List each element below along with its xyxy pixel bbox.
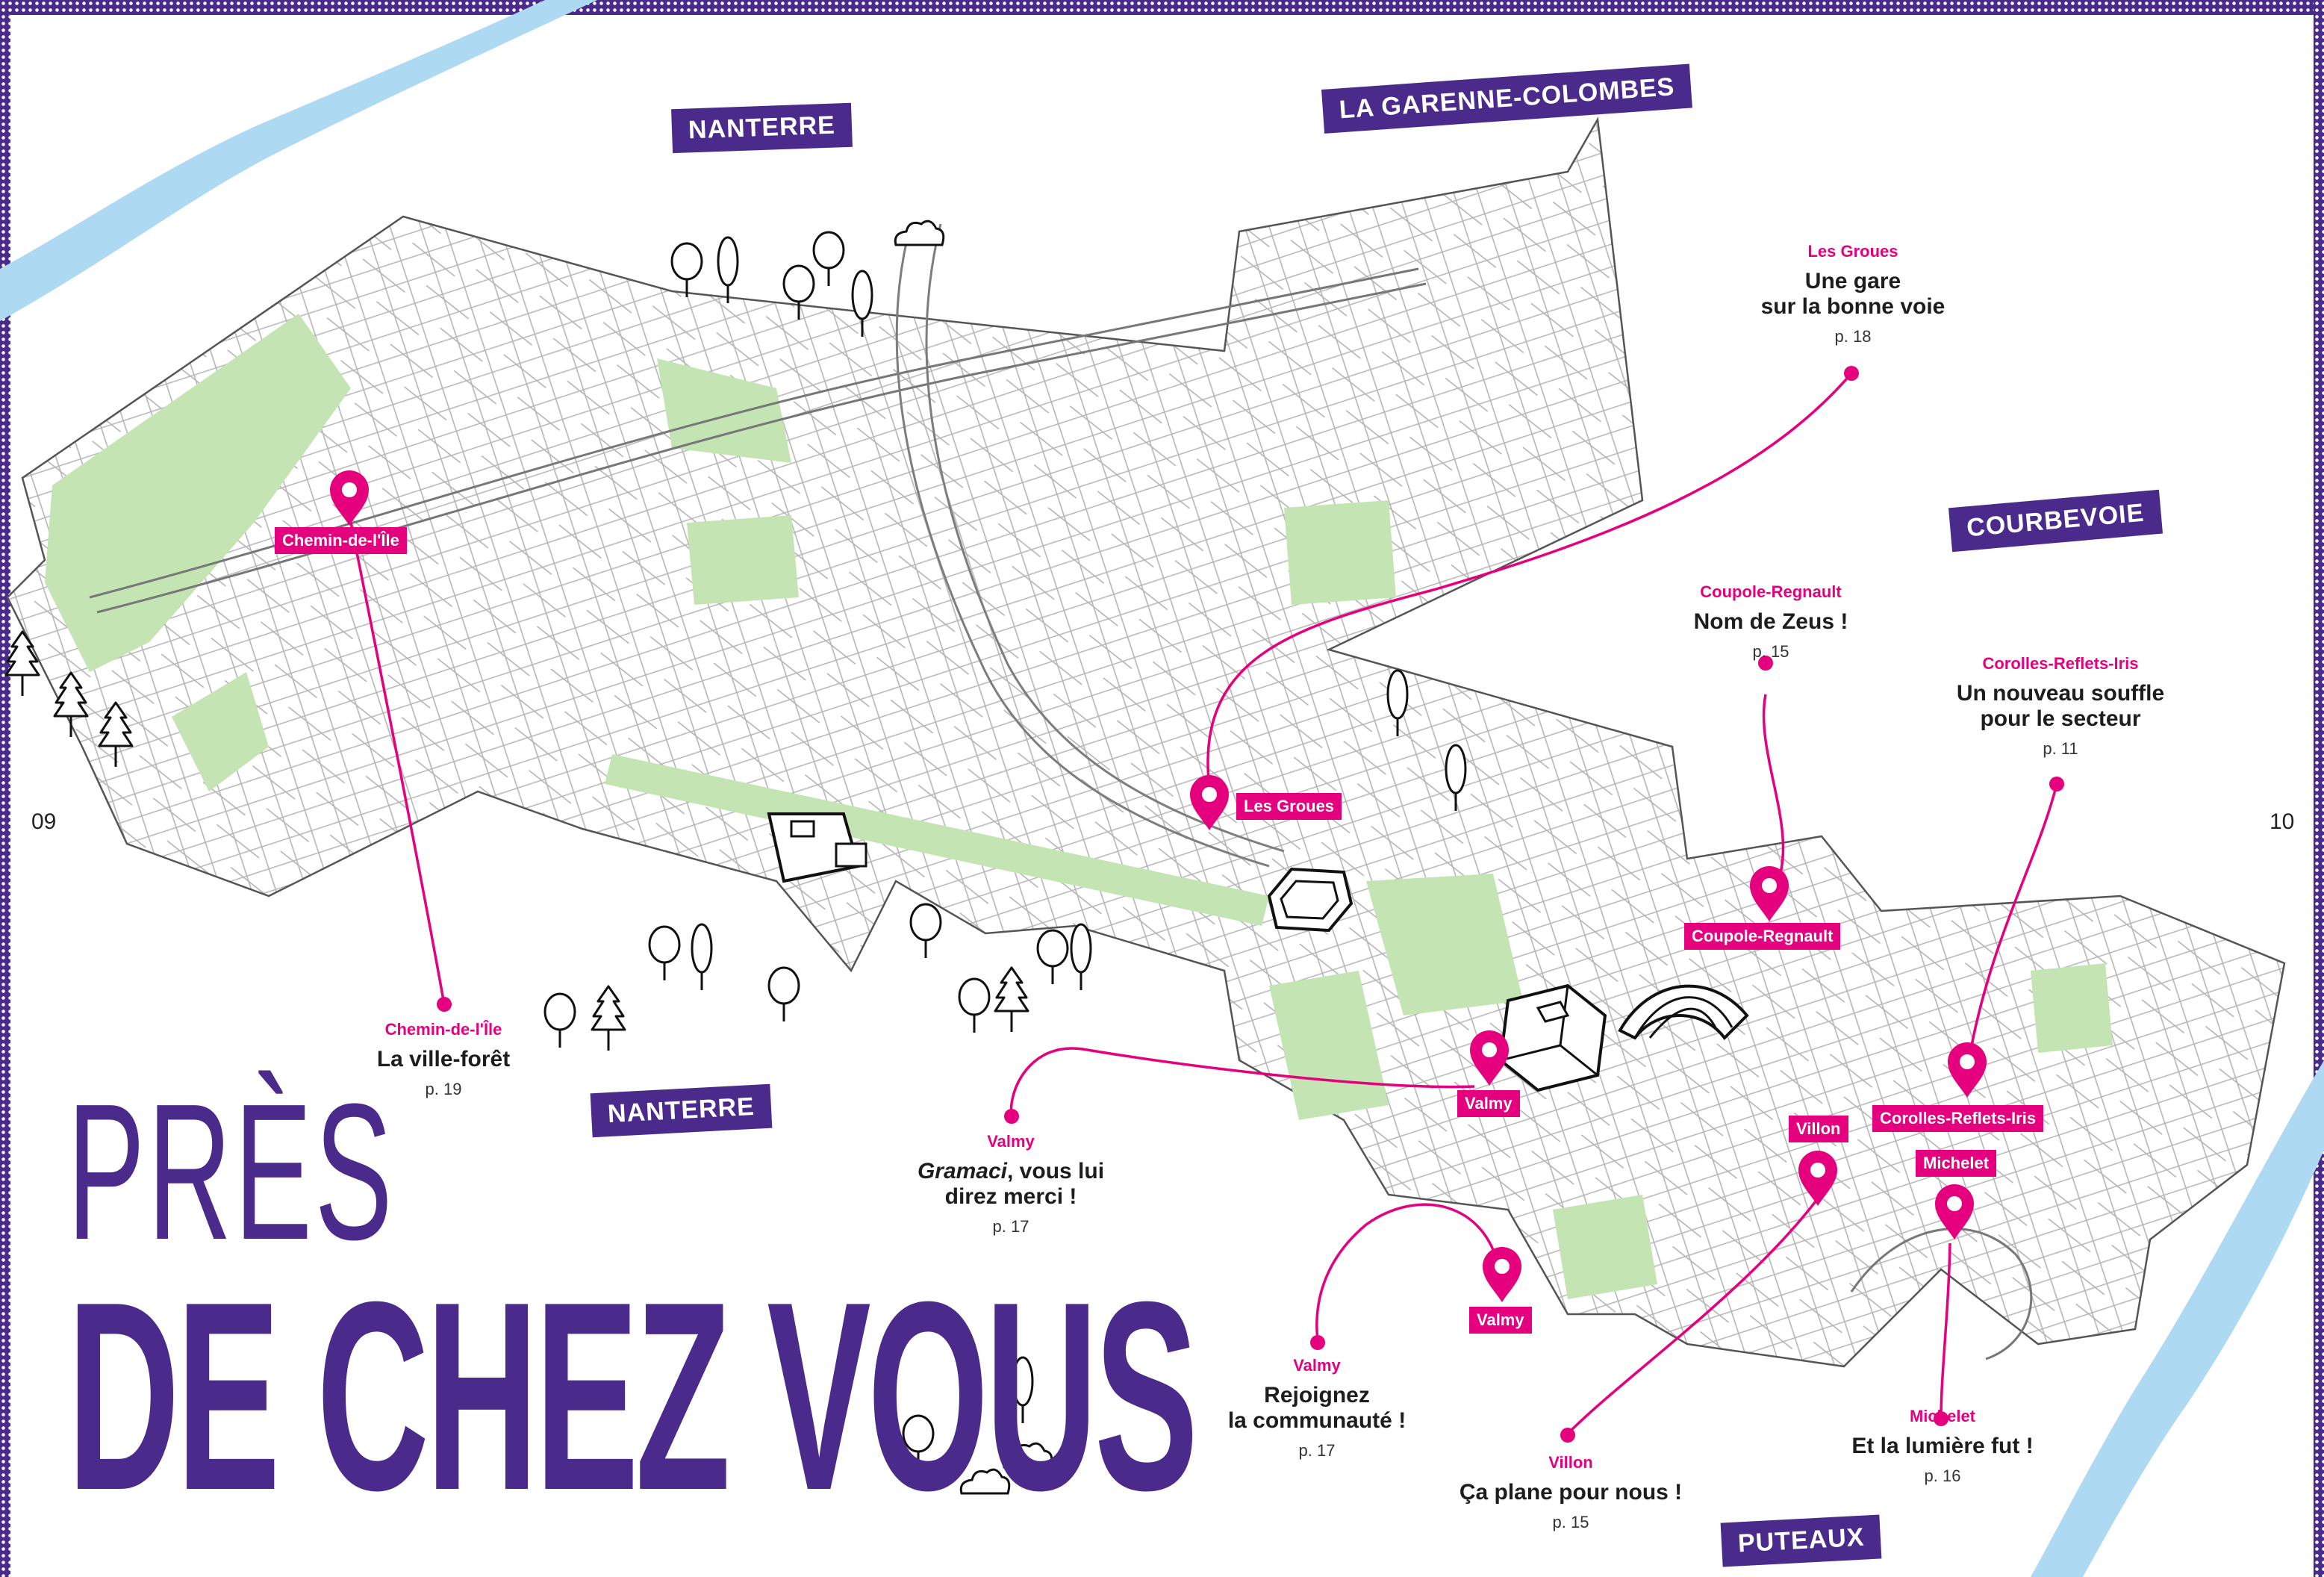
article-title: direz merci ! <box>944 1184 1077 1209</box>
article-valmy-gramaci[interactable]: Valmy Gramaci, vous lui direz merci ! p.… <box>847 1132 1175 1237</box>
article-title: la communauté ! <box>1227 1408 1406 1433</box>
pin-label-valmy[interactable]: Valmy <box>1457 1090 1520 1117</box>
cloud-icon <box>894 220 945 246</box>
article-les-groues[interactable]: Les Groues Une gare sur la bonne voie p.… <box>1689 242 2017 346</box>
article-category: Chemin-de-l'Île <box>384 1020 502 1039</box>
patterned-border-right <box>2314 0 2324 1577</box>
pin-label-corolles-reflets-iris[interactable]: Corolles-Reflets-Iris <box>1872 1105 2044 1132</box>
article-title-italic: Gramaci <box>917 1159 1008 1183</box>
article-category: Valmy <box>1293 1356 1341 1375</box>
article-valmy-communaute[interactable]: Valmy Rejoignez la communauté ! p. 17 <box>1153 1356 1481 1461</box>
leader-lines <box>349 372 2058 1435</box>
article-page: p. 19 <box>425 1080 462 1098</box>
tree-icon <box>767 966 800 1023</box>
article-michelet[interactable]: Michelet Et la lumière fut ! p. 16 <box>1778 1407 2107 1486</box>
pin-label-valmy-south[interactable]: Valmy <box>1469 1307 1532 1334</box>
tree-icon <box>648 925 681 982</box>
article-page: p. 18 <box>1834 327 1872 346</box>
park-courbevoie <box>2031 963 2113 1053</box>
pin-label-villon[interactable]: Villon <box>1789 1116 1848 1142</box>
page-number-right: 10 <box>2270 809 2295 834</box>
article-page: p. 17 <box>1298 1441 1336 1460</box>
article-title: Nom de Zeus ! <box>1693 609 1848 634</box>
tree-icon <box>670 242 703 299</box>
article-page: p. 11 <box>2043 739 2078 758</box>
patterned-border-left <box>0 0 10 1577</box>
building-campus-icon <box>767 812 867 883</box>
building-cnit-icon <box>1618 984 1749 1041</box>
headline-line-1: PRÈS <box>67 1064 396 1281</box>
town-label-nanterre-south: NANTERRE <box>590 1083 773 1138</box>
article-page: p. 15 <box>1552 1513 1589 1531</box>
tree-icon <box>717 236 739 305</box>
park-ile-fringe <box>172 672 269 791</box>
tree-icon <box>958 977 991 1034</box>
park-gardens-groues <box>1284 500 1396 605</box>
article-villon[interactable]: Villon Ça plane pour nous ! p. 15 <box>1406 1453 1735 1532</box>
town-label-puteaux: PUTEAUX <box>1720 1514 1882 1567</box>
tree-icon <box>1036 929 1069 986</box>
park-sport-field <box>687 515 799 605</box>
park-chemin-de-l-ile <box>45 314 351 672</box>
tree-icon <box>994 966 1029 1033</box>
article-title: Ça plane pour nous ! <box>1459 1480 1683 1505</box>
tree-icon <box>909 903 942 959</box>
article-category: Les Groues <box>1807 242 1898 261</box>
article-category: Coupole-Regnault <box>1700 582 1842 601</box>
map-pin-icon[interactable] <box>1483 1247 1521 1302</box>
article-category: Villon <box>1548 1453 1593 1472</box>
seine-river-southeast <box>2031 1060 2324 1577</box>
pin-label-coupole-regnault[interactable]: Coupole-Regnault <box>1684 923 1841 950</box>
article-page: p. 15 <box>1752 642 1789 661</box>
article-category: Michelet <box>1909 1407 1976 1425</box>
article-title: Une gare <box>1804 269 1901 293</box>
leader-endpoints <box>437 366 2064 1443</box>
article-coupole-regnault[interactable]: Coupole-Regnault Nom de Zeus ! p. 15 <box>1607 582 1935 662</box>
page-number-left: 09 <box>31 809 57 834</box>
tree-icon <box>691 923 713 992</box>
article-corolles-reflets-iris[interactable]: Corolles-Reflets-Iris Un nouveau souffle… <box>1896 654 2225 759</box>
article-category: Corolles-Reflets-Iris <box>1982 654 2139 673</box>
tree-icon <box>812 231 845 287</box>
building-paris-la-defense-arena-icon <box>1267 867 1353 933</box>
article-title: pour le secteur <box>1980 706 2141 731</box>
tree-icon <box>1070 923 1092 992</box>
park-north <box>657 358 791 463</box>
article-category: Valmy <box>987 1132 1035 1151</box>
article-title: Rejoignez <box>1264 1383 1370 1408</box>
article-title: Et la lumière fut ! <box>1851 1434 2034 1458</box>
article-title-rest: , vous lui <box>1007 1159 1105 1183</box>
article-title: Un nouveau souffle <box>1956 681 2165 706</box>
ring-road <box>1850 1228 2033 1360</box>
district-street-grid <box>6 116 2286 1368</box>
article-title: La ville-forêt <box>376 1047 511 1071</box>
park-villon <box>1553 1195 1657 1299</box>
article-chemin-de-l-ile[interactable]: Chemin-de-l'Île La ville-forêt p. 19 <box>279 1020 608 1099</box>
pin-label-chemin-de-l-ile[interactable]: Chemin-de-l'Île <box>275 527 407 554</box>
article-title: Gramaci, vous lui <box>847 1159 1175 1184</box>
park-central <box>1366 874 1523 1015</box>
pin-label-les-groues[interactable]: Les Groues <box>1236 793 1342 820</box>
motorway-interchange <box>895 223 1285 868</box>
article-page: p. 17 <box>992 1217 1029 1236</box>
article-title: sur la bonne voie <box>1760 294 1946 319</box>
building-grande-arche-icon <box>1498 983 1607 1092</box>
town-label-nanterre: NANTERRE <box>671 102 853 154</box>
pin-label-michelet[interactable]: Michelet <box>1916 1150 1997 1177</box>
article-page: p. 16 <box>1924 1466 1961 1485</box>
headline-line-2: DE CHEZ VOUS <box>67 1246 1198 1546</box>
park-boulevard-strip <box>605 754 1269 926</box>
